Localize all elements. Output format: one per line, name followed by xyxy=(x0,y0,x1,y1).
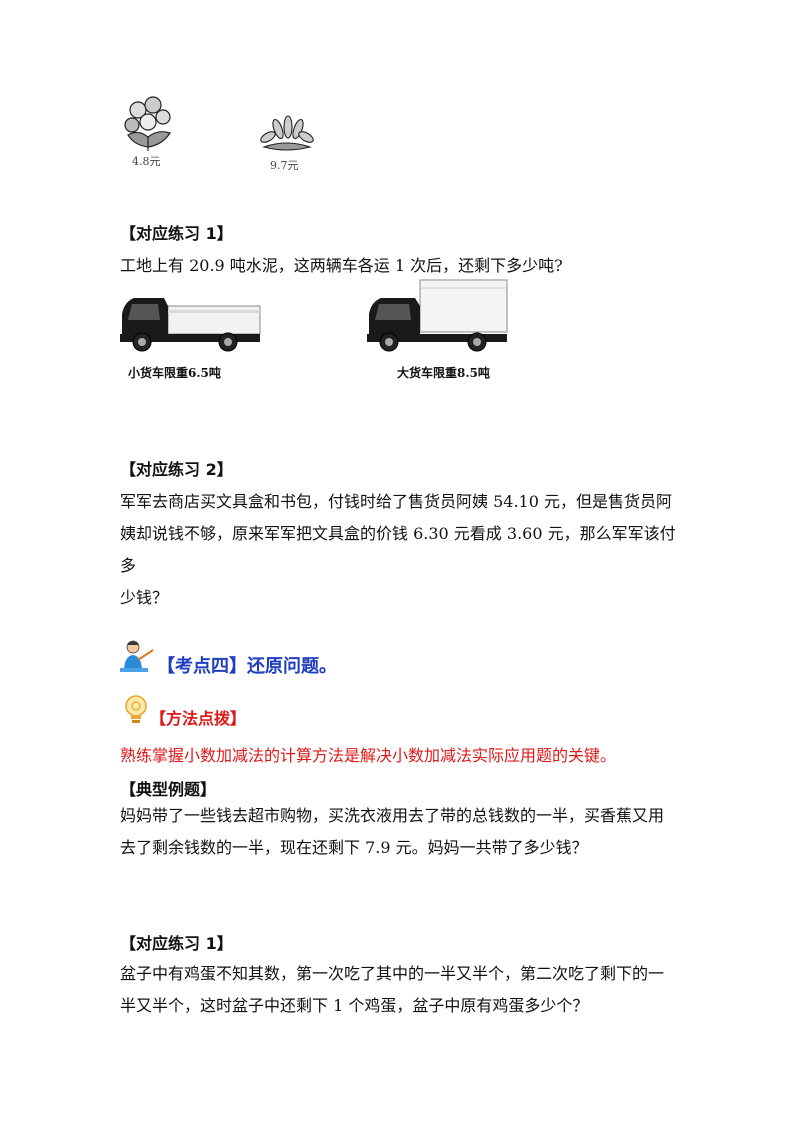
example-line: 去了剩余钱数的一半，现在还剩下 7.9 元。妈妈一共带了多少钱？ xyxy=(120,838,588,857)
lightbulb-icon xyxy=(122,694,150,724)
topic-4-title: 【考点四】还原问题。 xyxy=(157,656,337,677)
teacher-icon xyxy=(120,638,156,674)
practice-2-line: 军军去商店买文具盒和书包，付钱时给了售货员阿姨 54.10 元，但是售货员阿 xyxy=(120,492,672,511)
example-question: 妈妈带了一些钱去超市购物，买洗衣液用去了带的总钱数的一半，买香蕉又用 去了剩余钱… xyxy=(120,800,690,864)
flower-bouquet-icon xyxy=(124,96,171,151)
flower-price: 4.8元 xyxy=(132,155,161,168)
flower-price: 9.7元 xyxy=(270,159,299,172)
practice-1-heading: 【对应练习 1】 xyxy=(120,224,233,243)
practice-3-line: 半又半个，这时盆子中还剩下 1 个鸡蛋，盆子中原有鸡蛋多少个？ xyxy=(120,996,589,1015)
large-truck-figure: 大货车限重8.5吨 xyxy=(365,278,515,381)
flower-plant-icon xyxy=(260,115,314,151)
practice-2-line: 姨却说钱不够，原来军军把文具盒的价钱 6.30 元看成 3.60 元，那么军军该… xyxy=(120,524,676,575)
method-text: 熟练掌握小数加减法的计算方法是解决小数加减法实际应用题的关键。 xyxy=(120,746,617,765)
practice-1-question: 工地上有 20.9 吨水泥，这两辆车各运 1 次后，还剩下多少吨? xyxy=(120,256,563,275)
small-truck-figure: 小货车限重6.5吨 xyxy=(118,292,268,381)
practice-3-line: 盆子中有鸡蛋不知其数，第一次吃了其中的一半又半个，第二次吃了剩下的一 xyxy=(120,964,665,983)
large-truck-label: 大货车限重8.5吨 xyxy=(397,366,490,380)
method-label: 【方法点拨】 xyxy=(150,709,247,728)
flower-plant-figure: 9.7元 xyxy=(258,115,318,172)
large-truck-icon xyxy=(367,279,508,352)
example-line: 妈妈带了一些钱去超市购物，买洗衣液用去了带的总钱数的一半，买香蕉又用 xyxy=(120,806,665,825)
practice-2-question: 军军去商店买文具盒和书包，付钱时给了售货员阿姨 54.10 元，但是售货员阿 姨… xyxy=(120,486,690,614)
flower-bouquet-figure: 4.8元 xyxy=(118,95,178,170)
small-truck-label: 小货车限重6.5吨 xyxy=(128,366,221,380)
practice-3-question: 盆子中有鸡蛋不知其数，第一次吃了其中的一半又半个，第二次吃了剩下的一 半又半个，… xyxy=(120,958,690,1022)
practice-2-line: 少钱？ xyxy=(120,588,169,607)
practice-3-heading: 【对应练习 1】 xyxy=(120,934,233,953)
small-truck-icon xyxy=(120,298,261,352)
practice-2-heading: 【对应练习 2】 xyxy=(120,460,233,479)
example-heading: 【典型例题】 xyxy=(120,780,217,799)
